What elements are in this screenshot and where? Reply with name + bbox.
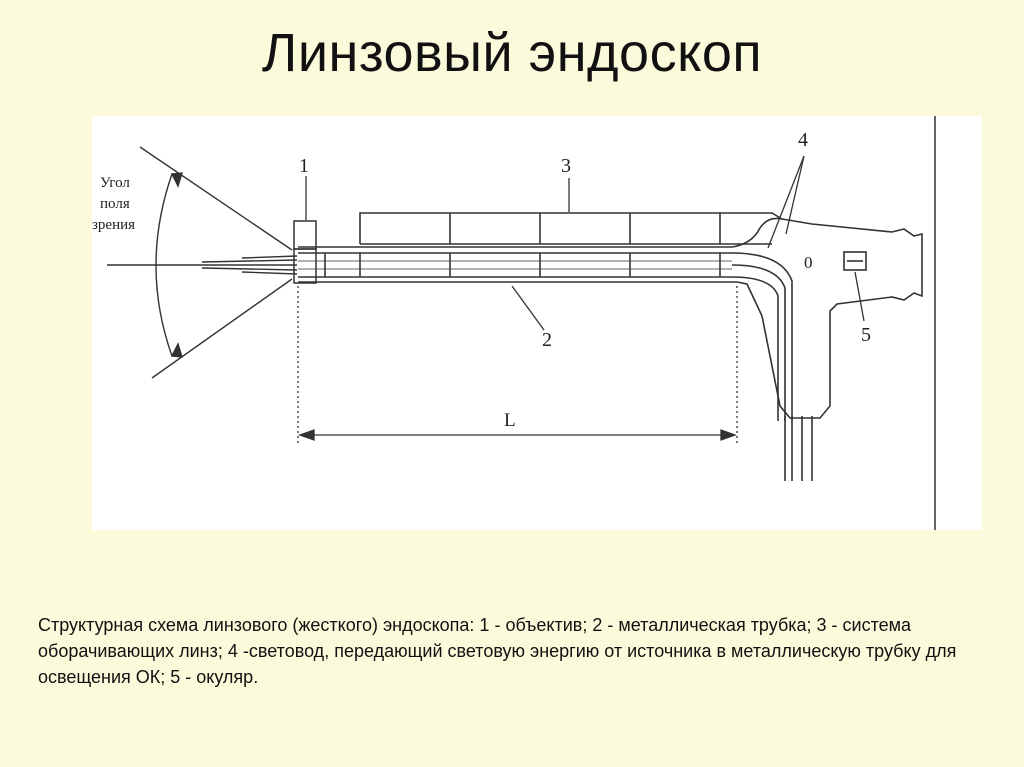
light-guide <box>731 252 813 481</box>
label-4: 4 <box>798 129 808 151</box>
leader-2 <box>511 285 545 331</box>
relay-lens-housing <box>359 212 783 245</box>
label-0: 0 <box>804 253 813 272</box>
angle-label-line2: поля <box>100 196 130 212</box>
angle-label-line3: зрения <box>92 217 135 233</box>
metal-tube <box>298 246 737 283</box>
angle-label-line1: Угол <box>100 175 130 191</box>
diagram-caption: Структурная схема линзового (жесткого) э… <box>38 615 957 687</box>
endoscope-schematic: Угол поля зрения 1 3 <box>92 116 936 530</box>
field-of-view-cone <box>107 146 298 379</box>
eyepiece-body <box>731 217 923 419</box>
label-2: 2 <box>542 329 552 351</box>
leader-5 <box>854 271 865 322</box>
leader-4 <box>767 155 805 249</box>
label-5: 5 <box>861 324 871 346</box>
length-dimension <box>297 286 738 446</box>
label-3: 3 <box>561 155 571 177</box>
objective-lens <box>293 220 317 284</box>
slide-title: Линзовый эндоскоп <box>261 23 763 83</box>
label-1: 1 <box>299 155 309 177</box>
length-label: L <box>504 410 516 431</box>
endoscope-diagram: Угол поля зрения 1 3 <box>92 116 982 530</box>
